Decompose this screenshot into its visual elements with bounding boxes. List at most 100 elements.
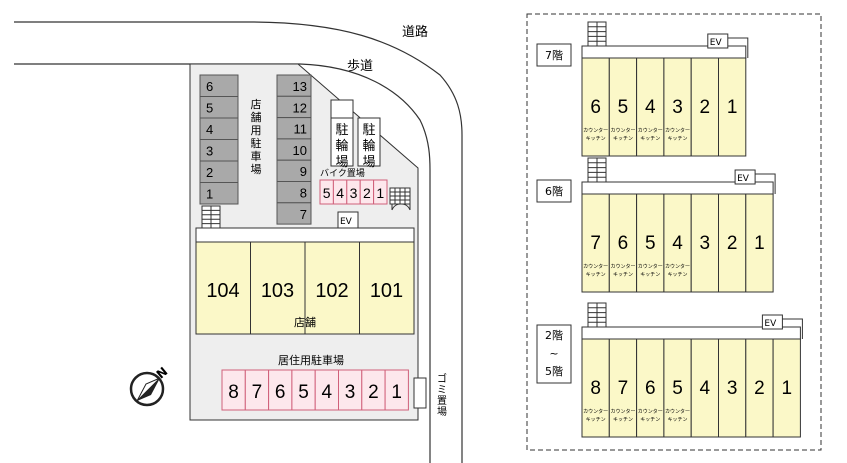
parking-space-number: 9 <box>300 164 307 179</box>
kitchen-note: カウンター <box>638 263 663 270</box>
apartment-unit <box>745 338 774 438</box>
kitchen-note: キッチン <box>640 136 660 142</box>
shop-unit <box>359 241 415 335</box>
floor-label-box <box>536 324 572 384</box>
resident-parking-number: 6 <box>275 382 286 403</box>
floor-label: 2階 <box>545 328 563 342</box>
svg-text:置: 置 <box>437 395 447 407</box>
parking-space-number: 11 <box>294 122 308 137</box>
floor-label: 5階 <box>545 364 563 378</box>
store-parking-number: 3 <box>206 144 213 159</box>
sidewalk-label: 歩道 <box>347 59 373 74</box>
resident-parking-space <box>384 369 409 411</box>
road-label: 道路 <box>402 24 428 40</box>
door-icon <box>391 203 411 211</box>
road-edge <box>14 21 463 463</box>
kitchen-note: カウンター <box>665 127 690 134</box>
elevator-box <box>761 314 783 330</box>
kitchen-note: カウンター <box>638 127 663 134</box>
kitchen-note: キッチン <box>668 417 688 423</box>
unit-number: 8 <box>590 378 601 399</box>
kitchen-note: カウンター <box>583 127 608 134</box>
apartment-unit <box>663 193 692 293</box>
unit-number: 3 <box>727 378 738 399</box>
kitchen-note: カウンター <box>638 408 663 415</box>
apartment-unit <box>663 338 692 438</box>
unit-number: 6 <box>645 378 656 399</box>
bike-space-number: 1 <box>376 185 384 201</box>
floor-plan-level: 2階~5階EV8カウンターキッチン7カウンターキッチン6カウンターキッチン5カウ… <box>536 302 803 438</box>
apartment-unit <box>690 57 720 157</box>
floor-label-box <box>536 179 572 203</box>
stairs-icon <box>587 302 607 328</box>
unit-number: 5 <box>618 97 629 118</box>
elevator-label: EV <box>340 217 353 227</box>
store-parking-number: 2 <box>206 165 213 180</box>
shop-unit <box>250 241 306 335</box>
bicycle-parking-label: 駐輪場 <box>362 123 375 170</box>
elevator-box <box>734 169 756 185</box>
shop-label: 店舗 <box>294 315 316 329</box>
floor-plans-frame <box>526 13 822 451</box>
elevator-label: EV <box>737 174 750 184</box>
bike-space <box>373 179 388 205</box>
apartment-unit <box>581 193 610 293</box>
kitchen-note: キッチン <box>640 272 660 278</box>
svg-text:場: 場 <box>437 405 447 418</box>
kitchen-note: キッチン <box>668 272 688 278</box>
svg-text:車: 車 <box>251 149 262 163</box>
elevator-label: EV <box>764 319 777 329</box>
floor-label: 7階 <box>545 48 563 62</box>
bicycle-parking-b <box>357 117 381 167</box>
svg-text:場: 場 <box>335 155 348 170</box>
unit-number: 3 <box>672 97 683 118</box>
apartment-unit <box>745 193 774 293</box>
store-parking-number: 4 <box>206 122 213 137</box>
svg-text:駐: 駐 <box>335 123 348 138</box>
kitchen-note: カウンター <box>665 263 690 270</box>
svg-text:輪: 輪 <box>335 138 348 154</box>
bike-space-number: 5 <box>323 185 331 201</box>
kitchen-note: キッチン <box>586 417 606 423</box>
floor-label: 6階 <box>545 184 563 198</box>
bicycle-parking-label: 駐輪場 <box>335 123 348 170</box>
north-arrow-icon: N <box>129 364 170 407</box>
kitchen-note: カウンター <box>610 408 635 415</box>
shop-unit-number: 102 <box>315 280 348 302</box>
sidewalk-edge <box>14 63 431 463</box>
kitchen-note: カウンター <box>583 263 608 270</box>
svg-text:舗: 舗 <box>251 110 262 124</box>
apartment-unit <box>718 338 747 438</box>
unit-number: 2 <box>754 378 765 399</box>
kitchen-note: キッチン <box>668 136 688 142</box>
resident-parking-number: 4 <box>322 382 333 403</box>
bike-space-number: 3 <box>350 185 358 201</box>
svg-text:ミ: ミ <box>437 385 447 396</box>
store-parking-space <box>199 182 239 205</box>
stairs-icon <box>389 187 411 205</box>
kitchen-note: カウンター <box>610 263 635 270</box>
unit-number: 5 <box>672 378 683 399</box>
unit-number: 7 <box>590 233 601 254</box>
unit-number: 2 <box>700 97 711 118</box>
apartment-unit <box>581 57 610 157</box>
shop-unit-number: 104 <box>206 280 239 302</box>
floor-label-box <box>536 43 572 67</box>
unit-number: 6 <box>590 97 601 118</box>
bike-parking-label: バイク置場 <box>320 167 365 179</box>
kitchen-note: キッチン <box>613 136 633 142</box>
svg-text:ゴ: ゴ <box>437 372 447 385</box>
bike-space-number: 2 <box>363 185 371 201</box>
floor-plan-level: 6階EV7カウンターキッチン6カウンターキッチン5カウンターキッチン4カウンター… <box>536 157 776 293</box>
bike-space-number: 4 <box>336 185 344 201</box>
unit-number: 4 <box>700 378 711 399</box>
kitchen-note: キッチン <box>613 417 633 423</box>
building-corridor <box>195 227 415 243</box>
stairs-icon <box>587 157 607 183</box>
svg-text:場: 場 <box>251 163 262 176</box>
